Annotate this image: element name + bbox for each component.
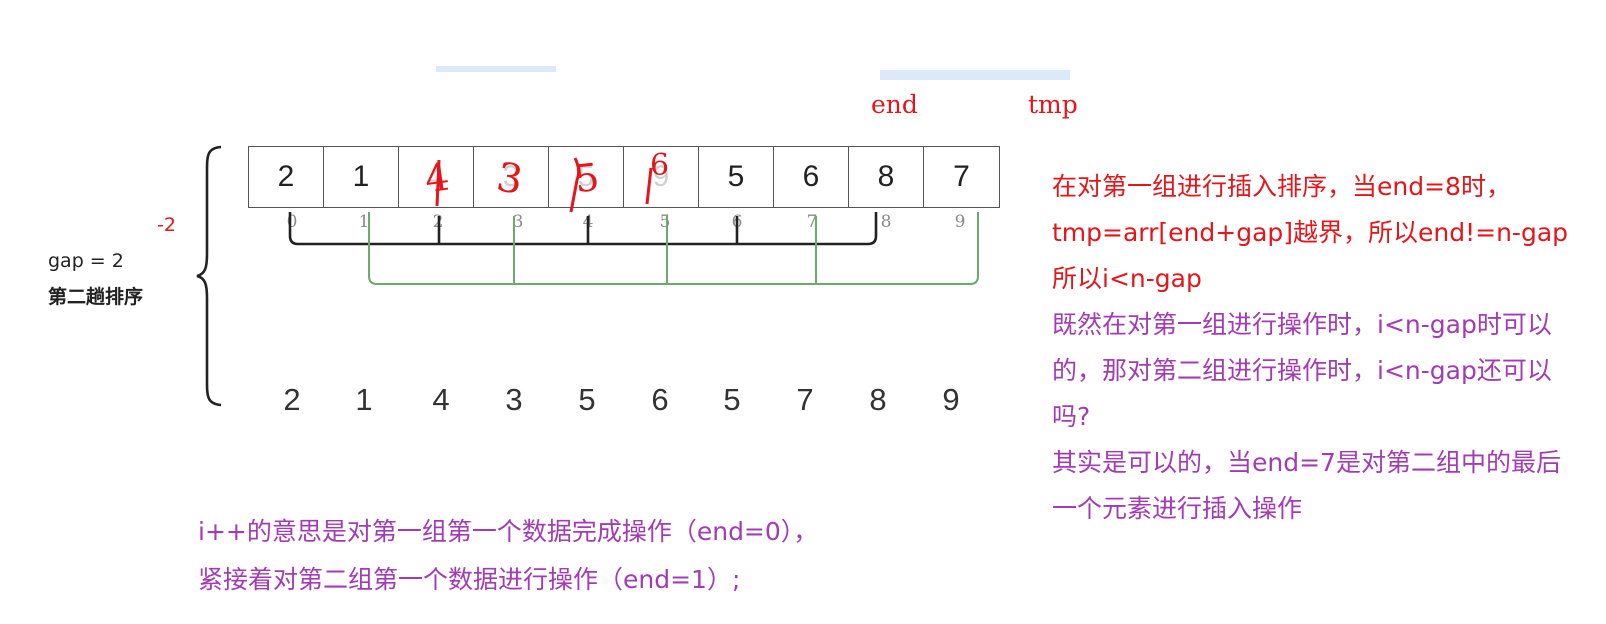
result-value: 2 [283,382,301,417]
result-value: 5 [723,382,741,417]
minus-two-label: -2 [157,214,176,236]
result-value: 9 [942,382,960,417]
bottom-note-line: 紧接着对第二组第一个数据进行操作（end=1）; [198,565,741,594]
pass-label: 第二趟排序 [48,286,144,308]
note-line: 所以i<n-gap [1052,264,1202,293]
group2-bracket [368,212,979,285]
gap-label: gap = 2 [48,250,124,272]
note-line: 一个元素进行插入操作 [1052,494,1303,523]
result-value: 6 [651,382,669,417]
bottom-note-line: i++的意思是对第一组第一个数据完成操作（end=0）， [198,517,819,546]
array-cell-4: 5 [548,146,624,208]
note-line: 既然在对第一组进行操作时，i<n-gap时可以 [1052,310,1552,339]
handwritten-overwrite-6: 6 [650,148,670,183]
result-value: 3 [505,382,523,417]
array-cell-1: 1 [323,146,399,208]
note-line: 其实是可以的，当end=7是对第二组中的最后 [1052,448,1561,477]
note-line: 吗? [1052,402,1091,431]
group-connectors [288,212,979,285]
note-line: tmp=arr[end+gap]越界，所以end!=n-gap [1052,218,1569,247]
result-value: 8 [869,382,887,417]
index-label: 5 [659,212,671,232]
result-value: 5 [578,382,596,417]
result-value: 1 [355,382,373,417]
index-label: 0 [286,212,298,232]
array-cell-8: 8 [848,146,924,208]
faint-blue-fragment [436,66,556,72]
array-cell-7: 6 [773,146,849,208]
end-label: end [871,90,918,119]
index-label: 1 [358,212,370,232]
result-value: 4 [432,382,450,417]
array-cell-9: 7 [923,146,1000,208]
index-label: 9 [954,212,966,232]
handwritten-strokes [435,157,653,213]
tmp-label: tmp [1028,90,1078,119]
index-label: 8 [880,212,892,232]
curly-brace [196,145,222,407]
index-label: 3 [512,212,524,232]
note-line: 的，那对第二组进行操作时，i<n-gap还可以 [1052,356,1552,385]
array-cell-0: 2 [248,146,324,208]
note-line: 在对第一组进行插入排序，当end=8时， [1052,172,1511,201]
index-label: 7 [806,212,818,232]
faint-blue-fragment [880,70,1070,80]
group1-bracket [288,212,878,246]
result-value: 7 [796,382,814,417]
array-cell-6: 5 [698,146,774,208]
array-cell-3: 3 [473,146,549,208]
